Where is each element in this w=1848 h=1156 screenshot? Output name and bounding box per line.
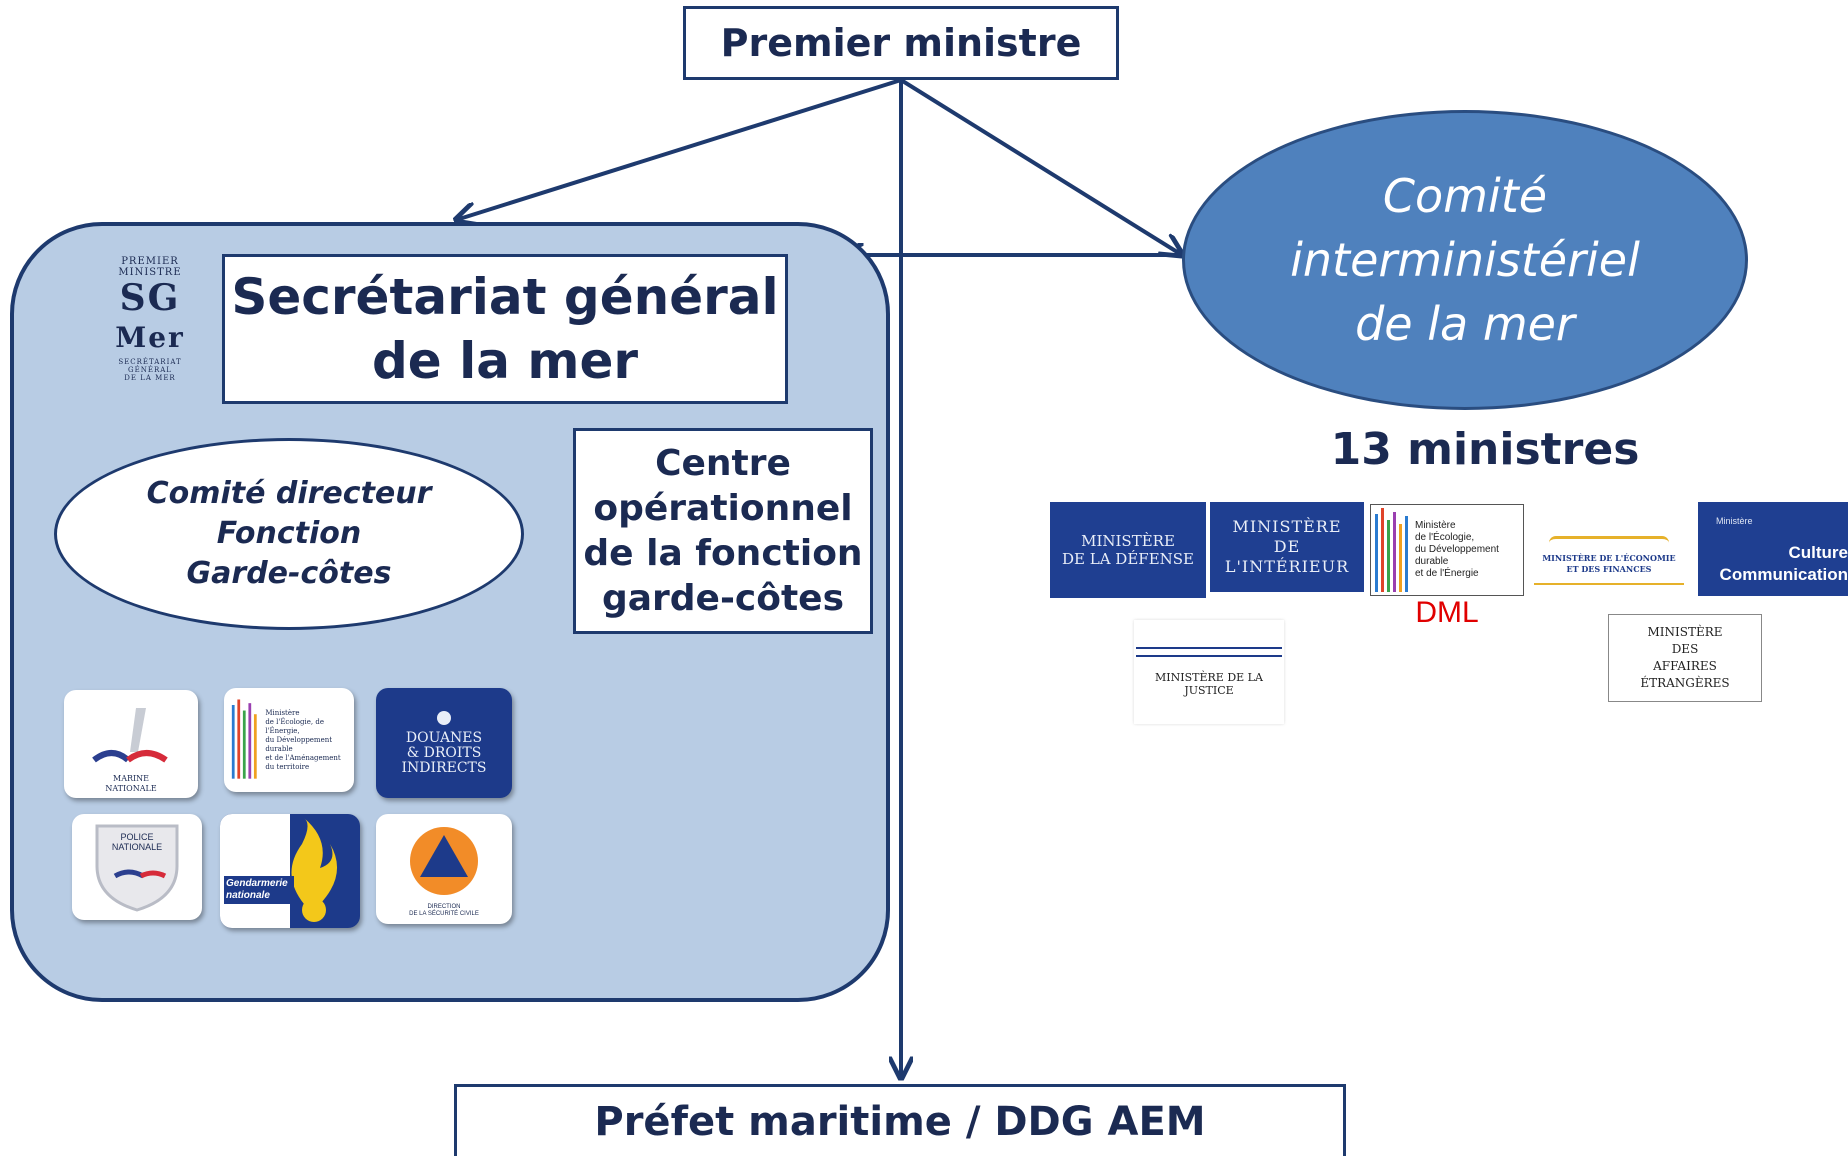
ministres-count-label: 13 ministres	[1330, 424, 1640, 475]
douanes-logo: DOUANES & DROITS INDIRECTS	[376, 688, 512, 798]
affaires-etrangeres-text: MINISTÈRE DES AFFAIRES ÉTRANGÈRES	[1640, 625, 1730, 690]
marine-nationale-text: MARINE NATIONALE	[105, 774, 157, 793]
prefet-maritime-box: Préfet maritime / DDG AEM	[454, 1084, 1346, 1156]
sgmer-logo-letters-row2: Mer	[115, 321, 185, 354]
economie-ministry-text: MINISTÈRE DE L'ÉCONOMIE ET DES FINANCES	[1542, 552, 1676, 574]
gendarmerie-text: Gendarmerie nationale	[224, 876, 294, 904]
culture-ministry-top-text: Ministère	[1716, 516, 1753, 526]
sgmer-logo-bottom-text: SECRÉTARIAT GÉNÉRAL DE LA MER	[118, 358, 182, 382]
premier-ministre-box: Premier ministre	[683, 6, 1119, 80]
justice-stripe-icon	[1136, 647, 1282, 657]
ecologie-ministry-logo: Ministère de l'Écologie, du Développemen…	[1370, 504, 1524, 596]
securite-civile-text: DIRECTION DE LA SÉCURITÉ CIVILE	[409, 904, 479, 917]
douanes-text: DOUANES & DROITS INDIRECTS	[401, 729, 487, 776]
gendarmerie-flame-icon	[220, 814, 338, 928]
defense-ministry-text: MINISTÈRE DE LA DÉFENSE	[1062, 532, 1194, 568]
arrow-to-comite	[899, 78, 1182, 255]
sgmer-logo-letters-row1: SG	[119, 277, 181, 319]
police-shield-icon	[95, 824, 179, 912]
gendarmerie-logo: Gendarmerie nationale	[220, 814, 360, 928]
defense-ministry-logo: MINISTÈRE DE LA DÉFENSE	[1050, 502, 1206, 598]
culture-ministry-logo: Ministère Culture Communication	[1698, 502, 1848, 596]
interieur-ministry-logo: MINISTÈRE DE L'INTÉRIEUR	[1210, 502, 1364, 592]
police-text: POLICE NATIONALE	[111, 832, 163, 852]
police-nationale-logo: POLICE NATIONALE	[72, 814, 202, 920]
arrow-to-secretariat	[456, 78, 902, 220]
secretariat-title: Secrétariat général de la mer	[222, 254, 788, 404]
affaires-etrangeres-logo: MINISTÈRE DES AFFAIRES ÉTRANGÈRES	[1608, 614, 1762, 702]
marine-nationale-logo: MARINE NATIONALE	[64, 690, 198, 798]
ecologie-ministry-stripes-icon	[1375, 508, 1408, 592]
ecologie-ministry-text: Ministère de l'Écologie, du Développemen…	[1415, 520, 1499, 579]
securite-civile-logo: DIRECTION DE LA SÉCURITÉ CIVILE	[376, 814, 512, 924]
comite-directeur-ellipse: Comité directeur Fonction Garde-côtes	[54, 438, 524, 630]
justice-ministry-logo: MINISTÈRE DE LA JUSTICE	[1134, 620, 1284, 724]
sgmer-logo: PREMIER MINISTRE SG Mer SECRÉTARIAT GÉNÉ…	[112, 256, 188, 416]
ecologie-tile-text: Ministère de l'Écologie, de l'Énergie, d…	[265, 708, 341, 771]
sgmer-logo-top-text: PREMIER MINISTRE	[118, 256, 182, 278]
ecologie-stripes-icon	[231, 699, 257, 779]
economie-underline	[1534, 582, 1684, 585]
securite-civile-triangle-icon	[410, 827, 478, 895]
comite-interministeriel-ellipse: Comité interministériel de la mer	[1182, 110, 1748, 410]
justice-ministry-text: MINISTÈRE DE LA JUSTICE	[1155, 671, 1263, 697]
douanes-flame-icon	[437, 710, 451, 725]
marine-nationale-icon	[92, 708, 168, 763]
economie-arc-icon	[1549, 535, 1669, 543]
dml-label: DML	[1415, 596, 1479, 629]
economie-ministry-logo: MINISTÈRE DE L'ÉCONOMIE ET DES FINANCES	[1534, 520, 1684, 600]
ecologie-tile-logo: Ministère de l'Écologie, de l'Énergie, d…	[224, 688, 354, 792]
interieur-ministry-text: MINISTÈRE DE L'INTÉRIEUR	[1224, 517, 1350, 576]
centre-operationnel-box: Centre opérationnel de la fonction garde…	[573, 428, 873, 634]
culture-ministry-text: Culture Communication	[1719, 543, 1848, 584]
